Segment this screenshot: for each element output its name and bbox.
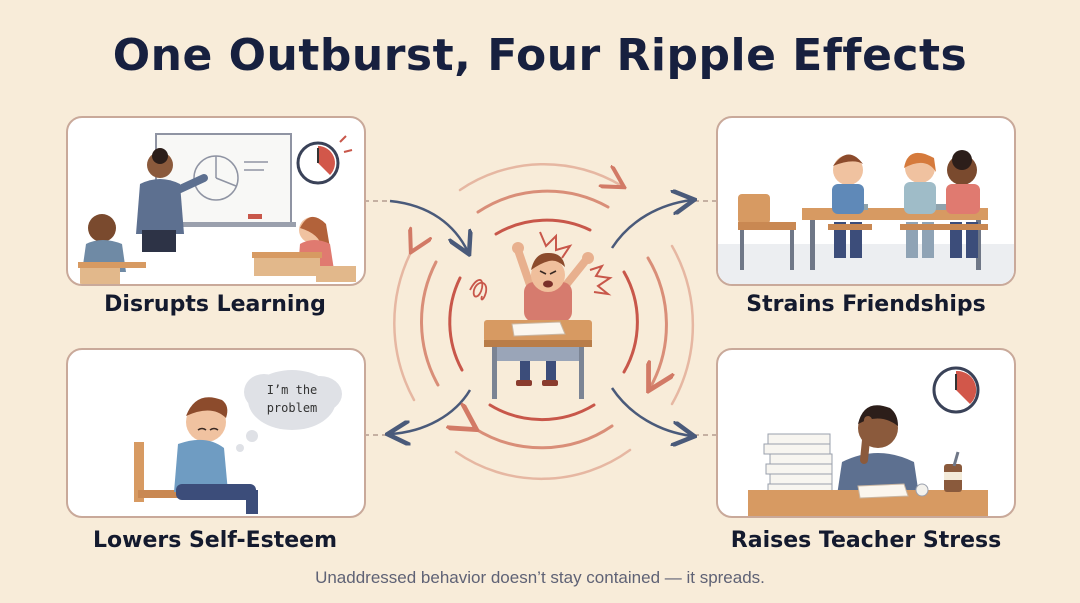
- caption-raises-teacher-stress: Raises Teacher Stress: [730, 528, 1002, 553]
- caption-lowers-self-esteem: Lowers Self-Esteem: [92, 528, 337, 553]
- stressed-teacher-illustration: [748, 366, 988, 516]
- sad-child-illustration: I’m the problem: [134, 370, 342, 514]
- panel-raises-teacher-stress: [716, 348, 1016, 518]
- arrow-to-friendships: [610, 200, 692, 249]
- arrow-to-self-esteem: [390, 389, 472, 434]
- ripple-arcs: [393, 162, 695, 481]
- thought-line-1: I’m the: [267, 383, 318, 397]
- angry-child-illustration: [469, 231, 613, 399]
- panel-disrupts-learning: [66, 116, 366, 286]
- footer-note: Unaddressed behavior doesn’t stay contai…: [315, 568, 765, 587]
- panel-strains-friendships: [716, 116, 1016, 286]
- arrow-to-teacher-stress: [610, 387, 692, 436]
- cafeteria-friends-illustration: [718, 150, 1014, 284]
- page-title: One Outburst, Four Ripple Effects: [112, 30, 968, 81]
- thought-bubble: I’m the problem: [236, 370, 342, 452]
- panel-lowers-self-esteem: I’m the problem: [66, 348, 366, 518]
- arrow-to-center-from-learning: [389, 199, 468, 252]
- classroom-lesson-illustration: [78, 133, 356, 284]
- caption-disrupts-learning: Disrupts Learning: [104, 292, 326, 317]
- caption-strains-friendships: Strains Friendships: [746, 292, 986, 317]
- thought-line-2: problem: [267, 401, 318, 415]
